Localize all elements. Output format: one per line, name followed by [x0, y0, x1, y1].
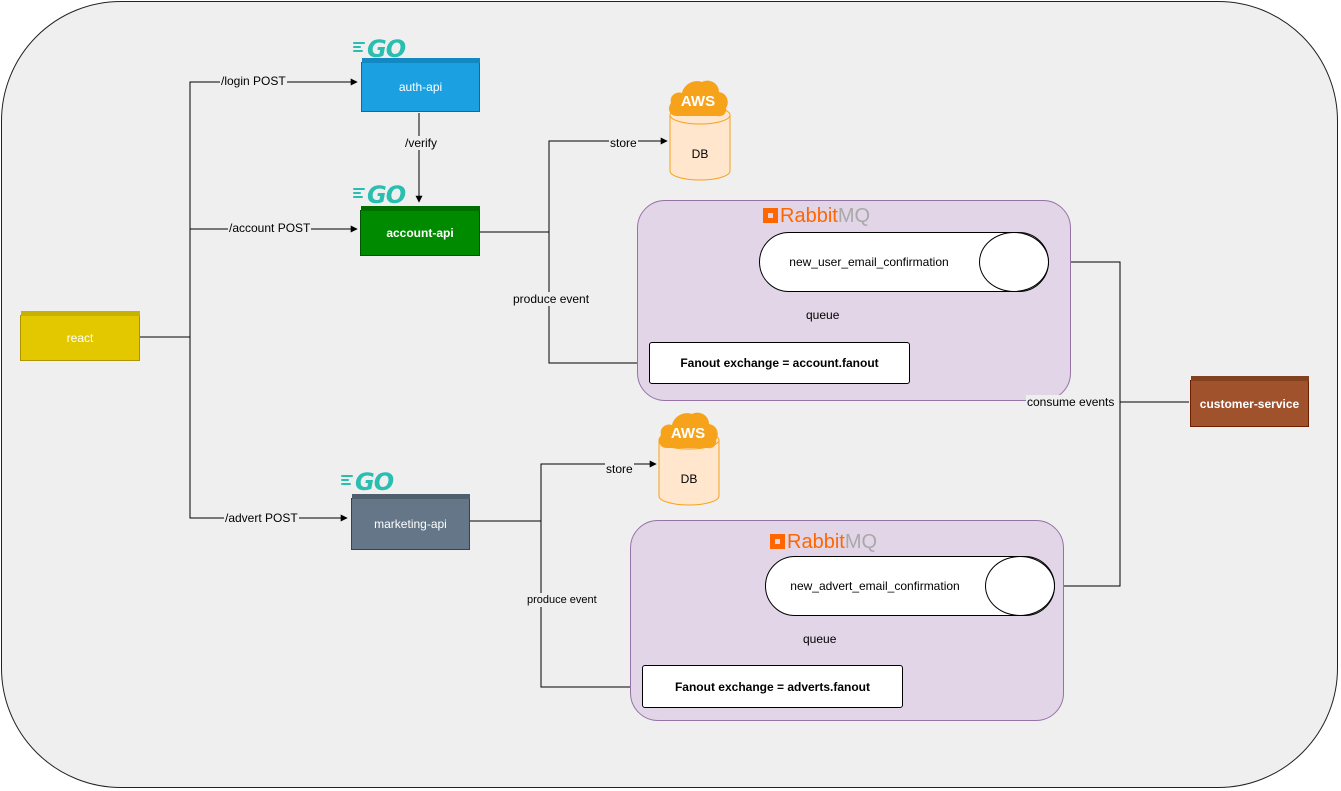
- exchange-adverts-fanout[interactable]: Fanout exchange = adverts.fanout: [642, 665, 903, 708]
- aws-cloud-logo: AWS: [657, 410, 719, 450]
- queue-end-cap: [985, 556, 1055, 616]
- box-top-face: [1191, 376, 1309, 381]
- customer-service-node[interactable]: customer-service: [1190, 376, 1309, 427]
- react-node[interactable]: react: [20, 311, 140, 361]
- queue-label: new_advert_email_confirmation: [790, 579, 960, 593]
- speed-lines-icon: [353, 42, 365, 54]
- rabbitmq-logo: RabbitMQ: [770, 532, 877, 552]
- edge-label-store-top: store: [609, 136, 638, 150]
- aws-cloud-icon: [669, 80, 728, 117]
- go-logo: GO: [341, 470, 394, 494]
- speed-lines-icon: [353, 188, 365, 200]
- marketing-api-node[interactable]: marketing-api: [351, 494, 470, 550]
- edge-label-account: /account POST: [228, 221, 312, 235]
- edge-react-account: [140, 225, 358, 338]
- edge-label-advert: /advert POST: [224, 511, 299, 525]
- account-api-label: account-api: [386, 226, 454, 240]
- edge-react-marketing: [140, 336, 348, 522]
- queue-new-advert-email-confirmation[interactable]: new_advert_email_confirmation: [765, 556, 1055, 616]
- edge-label-produce-top: produce event: [512, 292, 591, 306]
- go-logo: GO: [353, 37, 406, 61]
- aws-badge: AWS: [670, 425, 706, 442]
- speed-lines-icon: [341, 475, 353, 487]
- auth-api-node[interactable]: auth-api: [361, 58, 480, 112]
- edge-label-queue-top: queue: [805, 308, 841, 322]
- rabbitmq-logo: RabbitMQ: [763, 206, 870, 226]
- box-top-face: [21, 311, 140, 316]
- edge-label-store-bottom: store: [605, 462, 634, 476]
- edge-label-consume: consume events: [1026, 395, 1116, 409]
- edge-consume-bottom: [1056, 401, 1189, 590]
- edge-label-queue-bottom: queue: [802, 632, 838, 646]
- aws-cloud-logo: AWS: [667, 78, 729, 118]
- marketing-api-label: marketing-api: [374, 517, 447, 531]
- exchange-account-fanout[interactable]: Fanout exchange = account.fanout: [649, 342, 910, 384]
- box-top-face: [362, 58, 480, 63]
- aws-badge: AWS: [680, 93, 716, 110]
- db-label: DB: [691, 147, 709, 161]
- customer-service-label: customer-service: [1199, 396, 1300, 411]
- rabbit-icon: [770, 534, 785, 549]
- queue-label: new_user_email_confirmation: [789, 255, 949, 269]
- edge-label-verify: /verify: [404, 136, 439, 150]
- auth-api-label: auth-api: [398, 80, 443, 94]
- rabbit-icon: [763, 208, 778, 223]
- queue-end-cap: [979, 232, 1049, 292]
- react-label: react: [66, 331, 94, 345]
- aws-cloud-icon: [659, 412, 718, 449]
- box-top-face: [352, 494, 470, 499]
- queue-new-user-email-confirmation[interactable]: new_user_email_confirmation: [759, 232, 1049, 292]
- go-logo: GO: [353, 183, 406, 207]
- edge-react-auth: [140, 78, 358, 338]
- account-api-node[interactable]: account-api: [360, 206, 480, 256]
- box-top-face: [361, 206, 480, 211]
- db-label: DB: [680, 472, 698, 486]
- edge-label-login: /login POST: [220, 74, 287, 88]
- edge-label-produce-bottom: produce event: [526, 593, 598, 607]
